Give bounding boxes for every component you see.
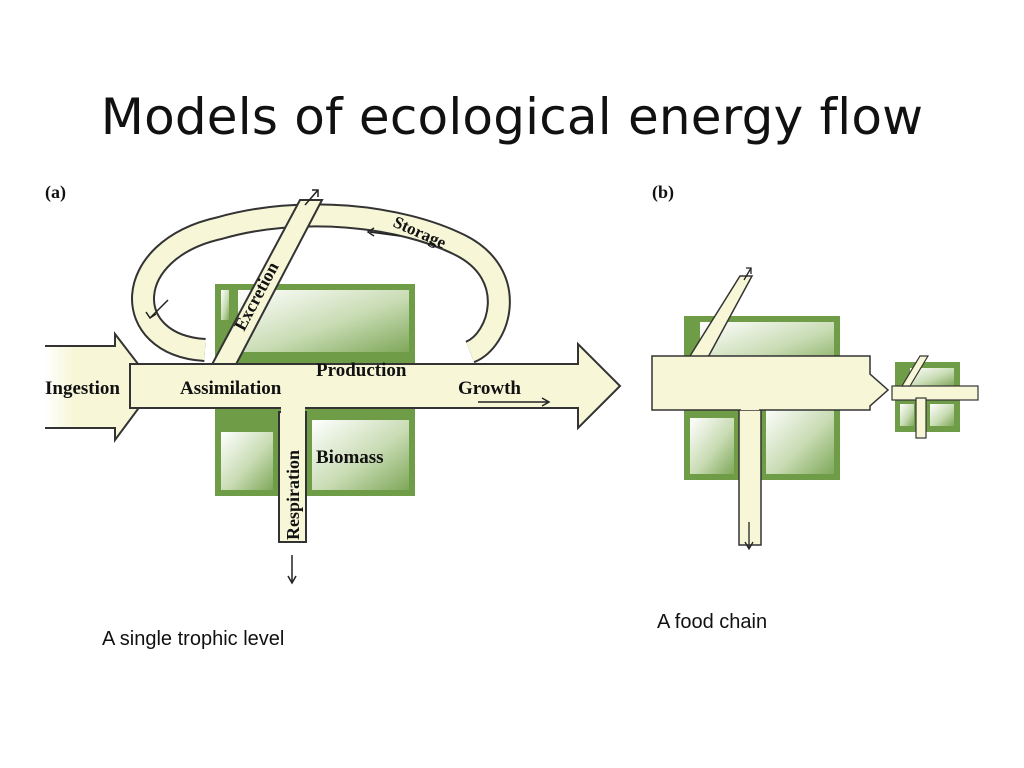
growth-arrow (129, 341, 622, 431)
slide-title: Models of ecological energy flow (100, 88, 924, 146)
biomass-cell-br (312, 420, 409, 490)
excretion-arrow-icon (312, 189, 319, 197)
panel-a-tag: (a) (45, 182, 66, 203)
respiration-channel (278, 411, 307, 543)
production-label: Production (316, 360, 407, 381)
biomass-cell-bl (221, 432, 273, 490)
storage-arrow-icon (369, 231, 401, 237)
assimilation-label: Assimilation (180, 378, 282, 399)
storage-loop (133, 205, 509, 362)
food-chain-respiration-channel (738, 404, 762, 546)
growth-label: Growth (458, 378, 521, 399)
caption-single-trophic-level: A single trophic level (102, 628, 285, 650)
caption-food-chain: A food chain (657, 611, 768, 633)
respiration-label: Respiration (283, 450, 303, 540)
panel-b-tag: (b) (652, 182, 674, 203)
biomass-label: Biomass (316, 447, 384, 468)
biomass-cell-tr (238, 290, 409, 352)
biomass-cell-tl (221, 290, 229, 320)
ingestion-label: Ingestion (45, 378, 120, 399)
